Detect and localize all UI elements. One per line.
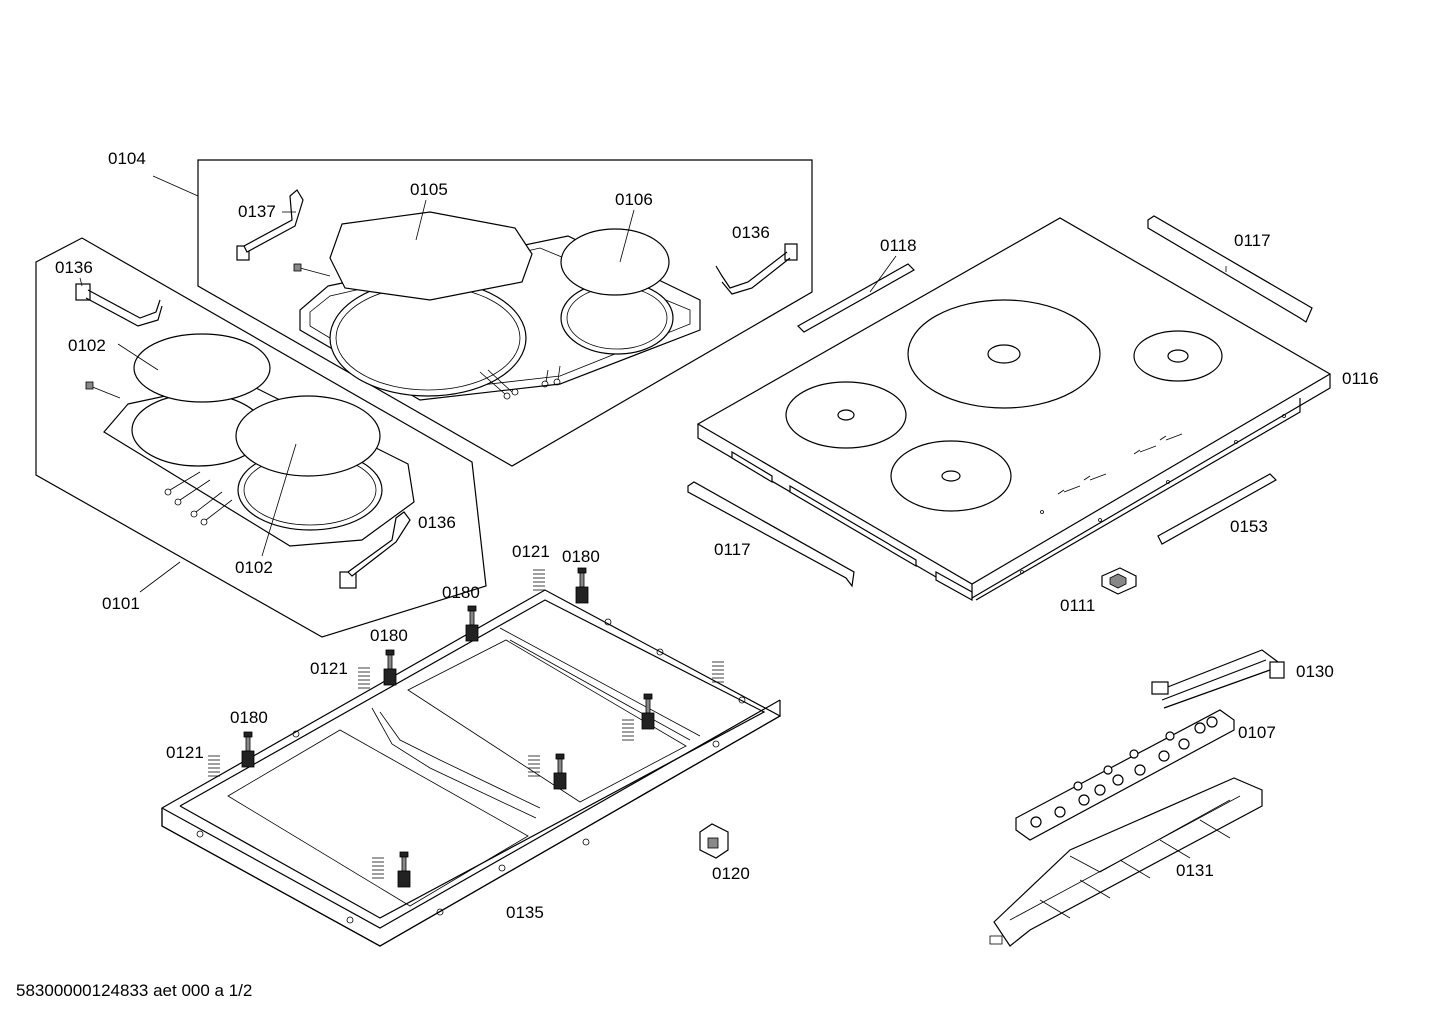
label-0121-b: 0121 [310, 659, 348, 678]
bolt-0180-a [575, 567, 589, 604]
part-0136-bracket-lower [339, 511, 411, 589]
part-0120-clip [699, 823, 729, 859]
part-0107-control-board [1015, 709, 1235, 841]
part-0136-bracket-top [715, 243, 798, 295]
part-0137-bracket [236, 189, 304, 261]
label-0180-a: 0180 [562, 547, 600, 566]
label-0136-lower: 0136 [418, 513, 456, 532]
label-0106: 0106 [615, 190, 653, 209]
label-0180-d: 0180 [230, 708, 268, 727]
part-0131-board-holder [989, 777, 1263, 947]
touch-control-markings [1020, 414, 1286, 574]
label-0101: 0101 [102, 594, 140, 613]
label-0153: 0153 [1230, 517, 1268, 536]
label-0180-c: 0180 [370, 626, 408, 645]
spring-0121-c [208, 755, 220, 777]
label-0116: 0116 [1342, 369, 1379, 388]
part-0135-base-frame [161, 589, 782, 947]
spring-0121-a [533, 569, 545, 591]
spring-0121-b [358, 667, 370, 689]
bolt-0180-d [241, 731, 255, 768]
label-0136-left: 0136 [55, 258, 93, 277]
part-0136-bracket-left [75, 283, 163, 327]
label-0121-c: 0121 [166, 743, 204, 762]
part-0106-heating-element [560, 228, 674, 355]
cooking-zone-rear-large [907, 299, 1101, 409]
label-0102-a: 0102 [68, 336, 106, 355]
label-0180-b: 0180 [442, 583, 480, 602]
bolt-0180-c [383, 649, 397, 686]
part-0111-connector-block [1101, 567, 1137, 595]
label-0102-b: 0102 [235, 558, 273, 577]
cooking-zone-front-left [785, 381, 907, 449]
part-0130-cable [1151, 649, 1285, 709]
part-0153-trim-strip [1157, 473, 1277, 545]
label-0105: 0105 [410, 180, 448, 199]
part-0102-heating-element-a [131, 333, 271, 467]
label-0137: 0137 [238, 202, 276, 221]
part-0117-trim-strip-top [1147, 215, 1313, 323]
cooking-zone-rear-right [1133, 330, 1223, 382]
part-0102-heating-element-b [235, 395, 383, 531]
part-0118-trim-strip [797, 263, 915, 333]
label-0135: 0135 [506, 903, 544, 922]
label-0130: 0130 [1296, 662, 1334, 681]
label-0118: 0118 [880, 236, 917, 255]
label-0107: 0107 [1238, 723, 1276, 742]
assembly-0101 [35, 237, 487, 638]
bolt-extra [397, 693, 655, 888]
label-0117-top: 0117 [1234, 231, 1271, 250]
cooking-zone-front-center [890, 440, 1012, 512]
label-0104: 0104 [108, 149, 146, 168]
spring-extra [372, 661, 724, 879]
label-0117-bottom: 0117 [714, 540, 751, 559]
part-0117-trim-strip-bottom [687, 481, 855, 588]
label-0136-top: 0136 [732, 223, 770, 242]
part-0116-glass-cooktop [696, 217, 1332, 602]
label-0131: 0131 [1176, 861, 1214, 880]
label-0121-a: 0121 [512, 542, 550, 561]
label-0111: 0111 [1060, 596, 1095, 615]
bolt-0180-b [465, 605, 479, 642]
label-0120: 0120 [712, 864, 750, 883]
drawing-reference-number: 58300000124833 aet 000 a 1/2 [16, 981, 253, 1000]
part-0105-heating-element [329, 211, 533, 397]
assembly-0104 [152, 159, 813, 467]
